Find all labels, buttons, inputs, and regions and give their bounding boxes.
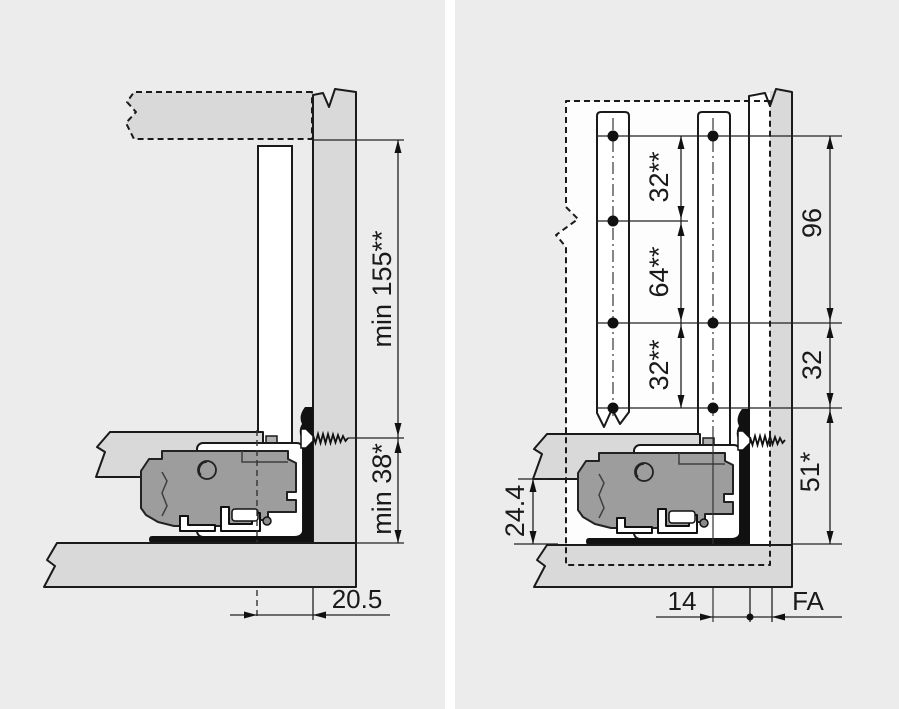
cabinet-bottom-board xyxy=(43,542,357,588)
dim-label-32-top: 32** xyxy=(644,151,674,203)
dim-label-min-155: min 155** xyxy=(367,230,397,348)
back-board-front xyxy=(750,93,770,544)
drilling-strip-1 xyxy=(596,111,630,428)
dimension-24-4: 24.4 xyxy=(500,478,558,545)
right-panel-diagram: 32** 64** 32** 96 32 51* 24.4 xyxy=(500,88,842,622)
dimension-20-5: 20.5 xyxy=(230,584,390,620)
dimension-14-fa: 14 FA xyxy=(656,586,842,622)
dim-label-64: 64** xyxy=(644,246,674,298)
cabinet-top-panel xyxy=(125,91,313,140)
back-board xyxy=(312,88,357,544)
dim-label-20-5: 20.5 xyxy=(332,584,383,614)
dim-label-min-38: min 38* xyxy=(367,443,397,535)
drill-holes xyxy=(607,130,719,414)
back-panel-outline-dashed xyxy=(555,100,771,566)
dimension-system-heights: 96 32 51* xyxy=(792,136,842,545)
dim-label-32: 32 xyxy=(797,350,827,380)
dim-label-fa: FA xyxy=(792,586,824,616)
dimension-row-spacing: 32** 64** 32** xyxy=(644,136,685,408)
left-panel-diagram: min 155** min 38* 20.5 xyxy=(43,88,404,620)
drawer-back-panel xyxy=(257,145,293,445)
dimension-min-155: min 155** min 38* xyxy=(367,140,402,543)
dim-label-51: 51* xyxy=(795,451,825,492)
dim-label-32-bottom: 32** xyxy=(644,339,674,391)
dim-label-96: 96 xyxy=(797,208,827,238)
panel-divider xyxy=(445,0,455,709)
dim-label-24-4: 24.4 xyxy=(500,485,530,538)
dim-label-14: 14 xyxy=(668,586,697,616)
back-board-rear xyxy=(770,91,792,544)
drilling-strip-2 xyxy=(697,111,731,446)
